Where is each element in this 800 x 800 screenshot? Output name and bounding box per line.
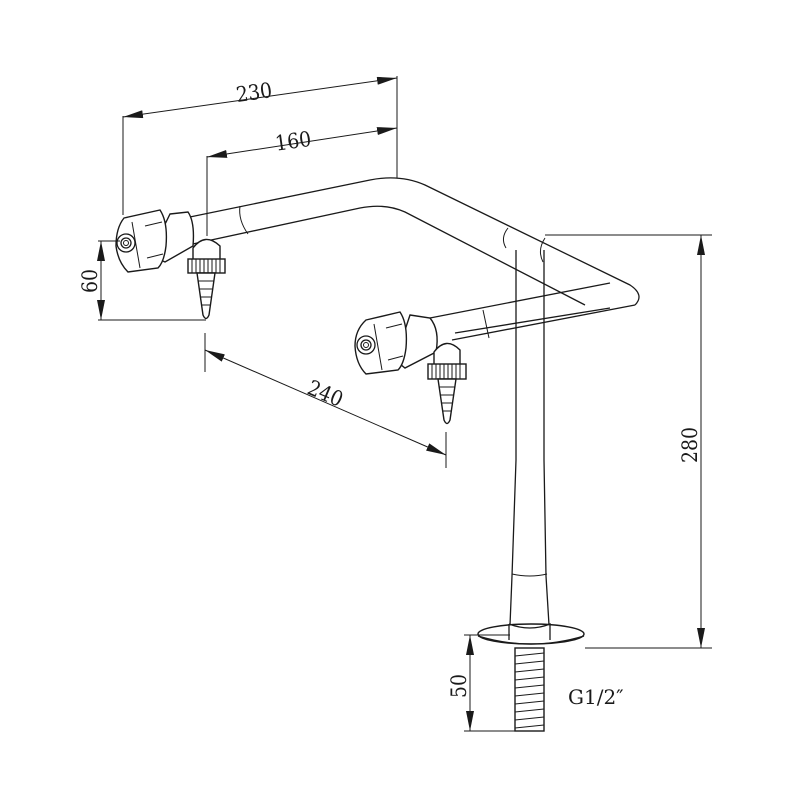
dim-label-230: 230: [235, 78, 274, 107]
dim-outlet-reach: 160: [206, 127, 398, 236]
dim-label-280: 280: [678, 427, 702, 463]
dimension-lines: 230 160 60 240 280: [78, 76, 712, 732]
dim-label-160: 160: [274, 127, 313, 156]
dim-overall-reach: 230: [122, 76, 398, 215]
arm: [184, 177, 640, 341]
valve-right: [354, 311, 438, 375]
dim-thread-length: 50: [447, 634, 515, 732]
faucet-body: [115, 177, 640, 732]
dim-label-50: 50: [447, 674, 471, 698]
handle-left: [115, 209, 168, 273]
dim-valve-height: 60: [78, 240, 206, 321]
thread-spec-label: G1/2″: [568, 685, 624, 709]
column: [509, 250, 550, 626]
dim-label-60: 60: [78, 269, 102, 293]
nozzle-left: [187, 238, 226, 320]
threaded-shank: [514, 647, 545, 732]
dim-total-height: 280: [545, 234, 712, 649]
valve-left: [115, 209, 195, 273]
dim-label-240: 240: [304, 376, 347, 412]
nozzle-right: [427, 342, 467, 425]
mounting-flange: [477, 623, 585, 645]
